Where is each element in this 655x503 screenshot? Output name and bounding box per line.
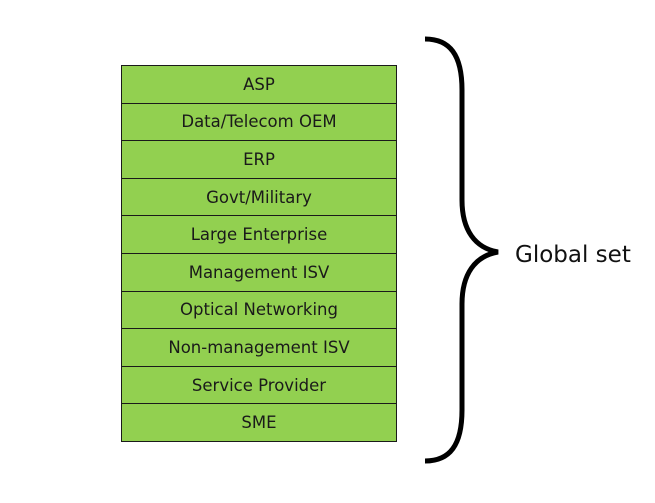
segment-label: Data/Telecom OEM xyxy=(181,112,337,132)
group-label: Global set xyxy=(515,242,631,268)
segment-label: ERP xyxy=(243,149,275,169)
segment-service-provider: Service Provider xyxy=(122,366,396,405)
segment-label: Large Enterprise xyxy=(190,225,328,245)
segment-non-management-isv: Non-management ISV xyxy=(122,329,396,367)
segment-label: ASP xyxy=(243,74,275,94)
segment-label: SME xyxy=(241,413,277,433)
segment-label: Service Provider xyxy=(191,375,327,395)
segment-label: Management ISV xyxy=(188,262,330,282)
segment-stack: ASP Data/Telecom OEM ERP Govt/Military L… xyxy=(121,65,397,442)
segment-label: Non-management ISV xyxy=(168,337,350,357)
segment-sme: SME xyxy=(122,404,396,441)
segment-govt-military: Govt/Military xyxy=(122,178,396,217)
segment-management-isv: Management ISV xyxy=(122,253,396,292)
segment-asp: ASP xyxy=(122,66,396,104)
segment-large-enterprise: Large Enterprise xyxy=(122,216,396,254)
segment-label: Optical Networking xyxy=(180,300,338,320)
segment-label: Govt/Military xyxy=(206,187,312,207)
segment-optical-networking: Optical Networking xyxy=(122,291,396,330)
segment-erp: ERP xyxy=(122,141,396,179)
segment-data-telecom-oem: Data/Telecom OEM xyxy=(122,103,396,142)
curly-brace-path xyxy=(424,36,499,464)
